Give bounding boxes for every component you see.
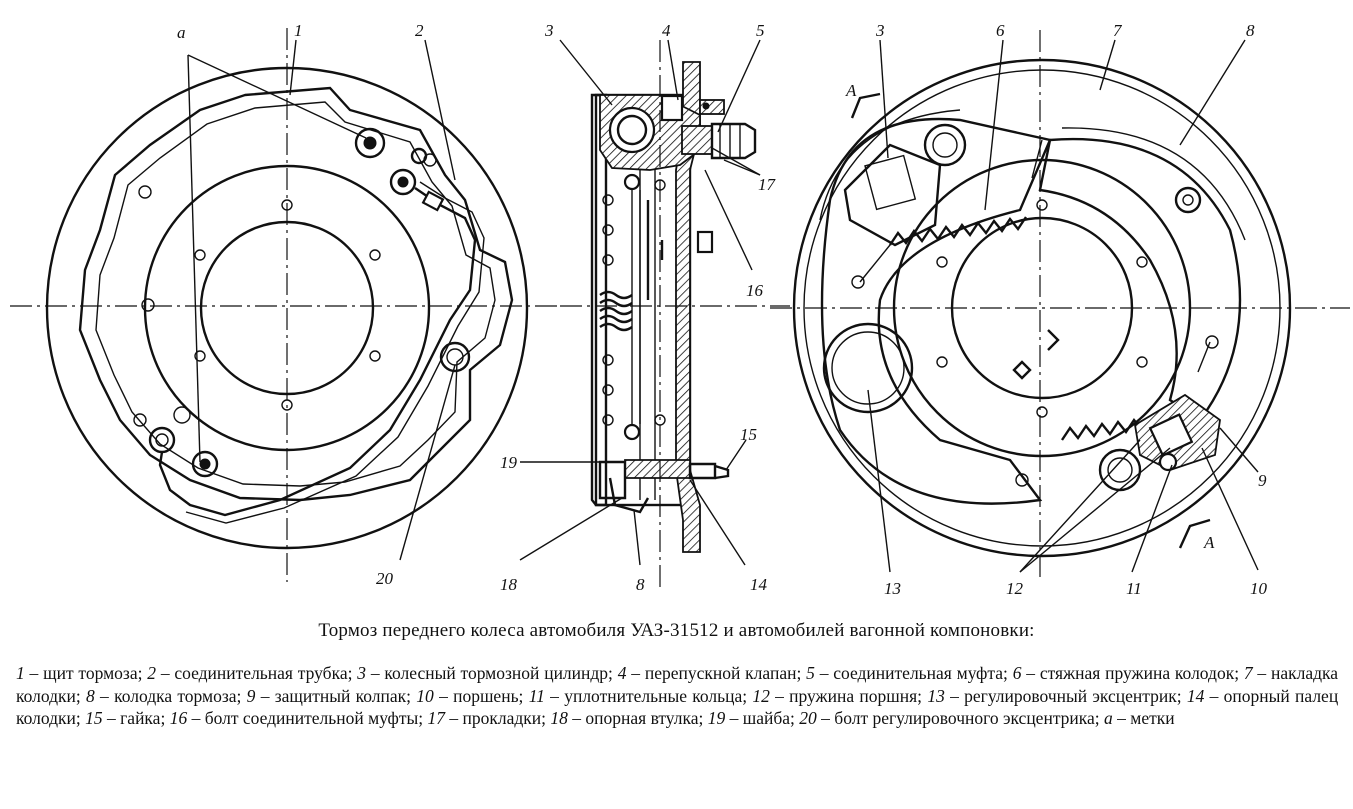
legend-item-15: 15 – гайка; xyxy=(85,708,166,729)
callout-6: 6 xyxy=(996,21,1005,40)
legend-item-12: 12 – пружина поршня; xyxy=(752,685,923,706)
middle-leaders xyxy=(519,39,761,566)
callout-7: 7 xyxy=(1113,21,1123,40)
callout-20: 20 xyxy=(376,569,394,588)
legend-item-8: 8 – колодка тормоза; xyxy=(86,685,242,706)
right-leaders xyxy=(867,39,1259,573)
section-mark-a-bottom: A xyxy=(1203,533,1215,552)
callout-14: 14 xyxy=(750,575,768,594)
legend-item-5: 5 – соединительная муфта; xyxy=(806,663,1008,683)
callout-17: 17 xyxy=(758,175,777,194)
callout-16: 16 xyxy=(746,281,764,300)
right-view-internals xyxy=(770,30,1350,580)
legend-item-17: 17 – прокладки; xyxy=(427,708,547,729)
callout-3: 3 xyxy=(544,21,554,40)
figure-caption: Тормоз переднего колеса автомобиля УАЗ-3… xyxy=(318,620,1035,641)
callout-10: 10 xyxy=(1250,579,1268,598)
legend-item-18: 18 – опорная втулка; xyxy=(550,708,704,729)
callout-8-mid: 8 xyxy=(636,575,645,594)
left-view-shield xyxy=(10,28,560,582)
callout-18: 18 xyxy=(500,575,518,594)
legend-item-20: 20 – болт регулировочного эксцентрика; xyxy=(799,708,1100,729)
callout-a: a xyxy=(177,23,186,42)
figure-legend: 1 – щит тормоза; 2 – соединительная труб… xyxy=(16,662,1338,730)
legend-item-11: 11 – уплотнительные кольца; xyxy=(528,685,748,706)
callout-12: 12 xyxy=(1006,579,1024,598)
legend-item-a: a – метки xyxy=(1104,708,1175,729)
middle-view-section xyxy=(560,40,790,590)
callout-15: 15 xyxy=(740,425,757,444)
legend-item-14: 14 – опорный палец колодки; xyxy=(16,685,1339,729)
callout-1: 1 xyxy=(294,21,303,40)
callout-19: 19 xyxy=(500,453,518,472)
callout-9: 9 xyxy=(1258,471,1267,490)
legend-item-10: 10 – поршень; xyxy=(416,685,524,706)
legend-item-16: 16 – болт соединительной муфты; xyxy=(169,708,424,729)
legend-item-9: 9 – защитный колпак; xyxy=(246,685,412,706)
legend-item-1: 1 – щит тормоза; xyxy=(16,663,143,683)
legend-item-13: 13 – регулировочный эксцентрик; xyxy=(927,685,1182,706)
legend-item-4: 4 – перепускной клапан; xyxy=(617,663,802,683)
callout-3-right: 3 xyxy=(875,21,885,40)
callout-8: 8 xyxy=(1246,21,1255,40)
callout-4: 4 xyxy=(662,21,671,40)
callout-13: 13 xyxy=(884,579,901,598)
legend-item-7: 7 – накладка колодки; xyxy=(16,663,1339,706)
legend-item-3: 3 – колесный тормозной цилиндр; xyxy=(357,663,613,683)
callout-2: 2 xyxy=(415,21,424,40)
callout-11: 11 xyxy=(1126,579,1142,598)
section-mark-a-top: A xyxy=(845,81,857,100)
leader-20 xyxy=(399,364,456,561)
brake-drawing: a 1 2 3 4 5 3 6 7 8 9 10 11 12 13 14 15 … xyxy=(10,21,1350,598)
leader-2 xyxy=(424,39,456,181)
legend-item-19: 19 – шайба; xyxy=(707,708,795,729)
leader-1 xyxy=(289,39,297,96)
legend-item-2: 2 – соединительная трубка; xyxy=(147,663,353,683)
legend-item-6: 6 – стяжная пружина колодок; xyxy=(1012,663,1240,683)
callout-5: 5 xyxy=(756,21,765,40)
